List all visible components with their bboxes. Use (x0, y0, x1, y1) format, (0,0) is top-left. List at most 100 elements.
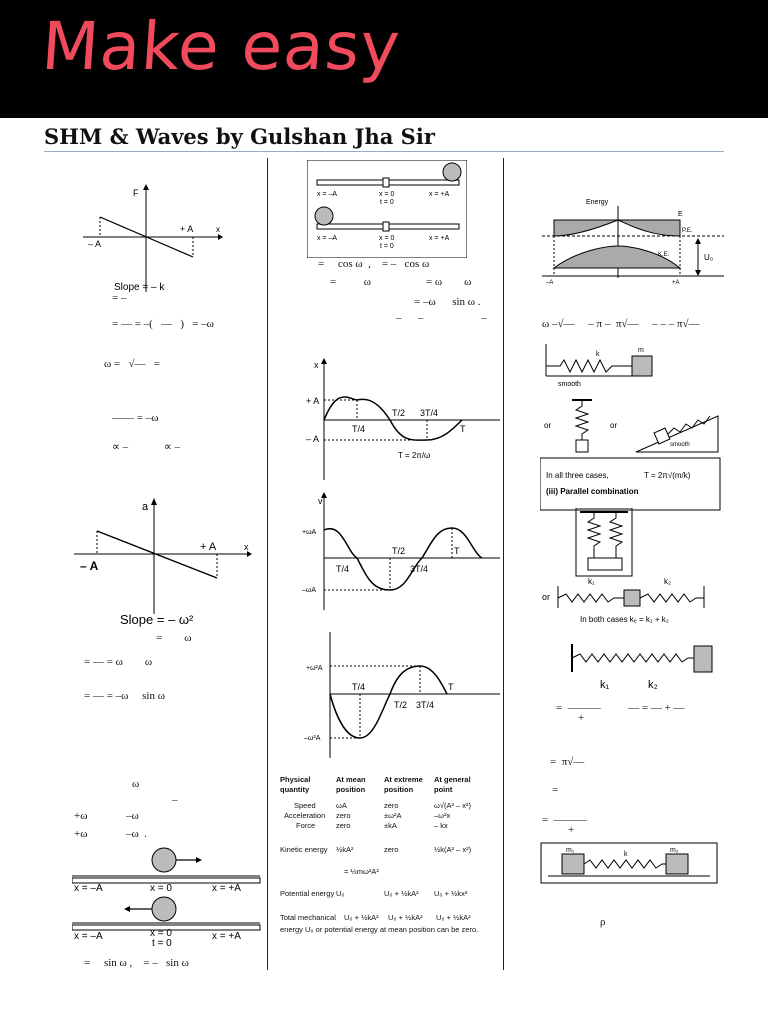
eq-c1-7: = — = ω ω (84, 656, 153, 668)
spring-configurations: or or smooth In all three cases, T = 2π√… (540, 399, 721, 511)
parallel-k2: k₂ (664, 577, 671, 586)
spring-smooth-label: smooth (558, 381, 581, 388)
force-axis-label: F (133, 188, 139, 198)
eq-c2-1: = cos ω , = – cos ω (318, 258, 430, 270)
eq-c1-4: —— = –ω (112, 412, 159, 424)
config-or-2: or (610, 421, 617, 430)
eq-c2-2: = ω = ω ω (330, 276, 472, 288)
force-slope-label: Slope = – k (114, 282, 165, 293)
eq-c1-5: ∝ – ∝ – (112, 441, 180, 453)
vt-t4: T/4 (336, 564, 349, 574)
top-bar1-mid: x = 0 (379, 191, 394, 198)
accel-displacement-graph: a x – A + A Slope = – ω² (74, 498, 252, 627)
force-x-label: x (216, 225, 220, 234)
config-or-1: or (544, 421, 551, 430)
oscillator-bars-top: x = –A x = 0 t = 0 x = +A x = –A x = 0 t… (307, 160, 467, 258)
mass-k: k (624, 851, 628, 858)
xt-period: T = 2π/ω (398, 451, 430, 460)
spring-k-label: k (596, 351, 600, 358)
energy-graph: Energy E P.E. K.E. U₀ –A +A (542, 199, 724, 286)
mass-m2: m₂ (670, 847, 679, 854)
brand-logo: Make easy (39, 8, 404, 85)
top-bar1-time: t = 0 (380, 199, 394, 206)
series-springs: k₁ k₂ (571, 644, 713, 691)
parallel-heading: (iii) Parallel combination (546, 487, 639, 496)
xt-t4: T/4 (352, 424, 365, 434)
vt-minus: –ωA (302, 587, 316, 594)
eq-c3-5: = ——— (542, 814, 587, 826)
displacement-time-graph: x + A – A T/4 T/2 3T/4 T T = 2π/ω (306, 358, 500, 480)
eq-c1-bottom: = sin ω , = – sin ω (84, 957, 189, 969)
eq-c2-3: = –ω sin ω . (414, 296, 481, 308)
top-bar2-mid: x = 0 (379, 235, 394, 242)
vt-t34: 3T/4 (410, 564, 428, 574)
spring-m-label: m (638, 347, 644, 354)
energy-minus-a: –A (546, 280, 553, 286)
force-plus-a: + A (180, 224, 193, 234)
eq-c3-6: + (568, 824, 575, 836)
bar2-mid: x = 0 (150, 928, 172, 939)
eq-c3-1: = ——— — = — + — (556, 702, 685, 714)
eq-c1-1: = – (112, 292, 127, 304)
incline-smooth-label: smooth (670, 442, 690, 448)
accel-minus-a: – A (80, 559, 99, 573)
at-plus: +ω²A (306, 665, 323, 672)
vt-t: T (454, 546, 460, 556)
force-displacement-graph: F x – A + A Slope = – k (83, 184, 223, 293)
series-k1: k₁ (600, 679, 610, 691)
oscillator-bars-left: x = –A x = 0 x = +A x = –A x = 0 t = 0 x… (72, 847, 261, 947)
xt-minus-a: – A (306, 434, 319, 444)
accel-axis-label: a (142, 501, 149, 513)
xt-plus-a: + A (306, 396, 319, 406)
bar1-mid: x = 0 (150, 883, 172, 894)
column-divider-1 (267, 158, 268, 970)
eq-c1-6: = ω (156, 632, 192, 644)
header-banner (0, 0, 768, 118)
bar1-right: x = +A (212, 883, 241, 894)
top-bar1-left: x = –A (317, 191, 337, 198)
th-extreme: At extreme position (384, 775, 423, 794)
xt-ylabel: x (314, 360, 319, 370)
eq-c1-10: – (172, 794, 178, 806)
two-mass-spring: m₁ k m₂ (540, 842, 718, 884)
eq-c1-9: ω (132, 778, 140, 790)
at-t2: T/2 (394, 700, 407, 710)
bar2-time: t = 0 (152, 938, 172, 947)
energy-ke: K.E. (658, 252, 670, 258)
eq-c3-4: = (552, 784, 559, 796)
eq-c3-3: = π√— (550, 756, 585, 768)
eq-c3-rho: ρ (600, 916, 606, 928)
xt-t2: T/2 (392, 408, 405, 418)
bar2-right: x = +A (212, 931, 241, 942)
energy-plus-a: +A (672, 280, 680, 286)
eq-c1-8: = — = –ω sin ω (84, 690, 165, 702)
th-mean: At mean position (336, 775, 366, 794)
vt-t2: T/2 (392, 546, 405, 556)
accel-x-label: x (244, 542, 249, 552)
at-t4: T/4 (352, 682, 365, 692)
top-bar2-right: x = +A (429, 235, 450, 242)
xt-t: T (460, 424, 466, 434)
accel-slope-label: Slope = – ω² (120, 612, 194, 627)
energy-u0: U₀ (704, 253, 713, 262)
energy-ylabel: Energy (586, 199, 609, 206)
force-minus-a: – A (88, 239, 101, 249)
accel-plus-a: + A (200, 541, 217, 553)
eq-c1-3: ω = √— = (104, 358, 160, 370)
eq-c1-12: +ω –ω . (74, 828, 147, 840)
parallel-or: or (542, 592, 550, 602)
vt-plus: +ωA (302, 529, 317, 536)
eq-c1-11: +ω –ω (74, 810, 139, 822)
top-bar2-time: t = 0 (380, 243, 394, 250)
series-k2: k₂ (648, 679, 658, 691)
page-title: SHM & Waves by Gulshan Jha Sir (44, 124, 435, 149)
eq-c2-4: – – – (396, 312, 487, 324)
bar2-left: x = –A (74, 931, 103, 942)
parallel-springs: or k₁ k₂ In both cases kₑ = k₁ + k₂ (542, 508, 705, 624)
eq-c3-2: + (578, 712, 585, 724)
energy-e: E (678, 211, 683, 218)
top-bar2-left: x = –A (317, 235, 337, 242)
th-general: At general point (434, 775, 471, 794)
vt-ylabel: v (318, 496, 323, 506)
all-three-cases: In all three cases, (546, 471, 609, 480)
